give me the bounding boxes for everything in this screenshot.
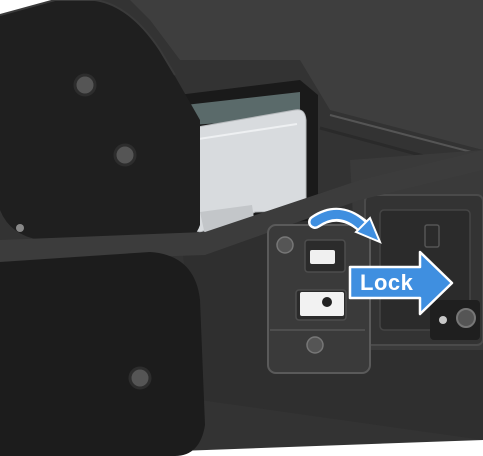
bumper-upper [0, 0, 200, 240]
right-arrow-icon [348, 250, 454, 316]
lock-label: Lock [360, 270, 414, 295]
bumper-lower [0, 252, 205, 456]
small-screw [16, 224, 24, 232]
curved-arrow-head [354, 216, 382, 244]
latch-screw [276, 236, 294, 254]
latch-tab [310, 250, 335, 264]
indicator-dot [439, 316, 447, 324]
port-slot [424, 224, 440, 248]
latch-screw [306, 336, 324, 354]
curved-arrow-icon [310, 210, 367, 231]
latch-slider [300, 292, 344, 316]
bumper-edge [0, 0, 176, 76]
hinge-highlight [191, 123, 298, 141]
bumper-screw [113, 143, 137, 167]
lid-surface [130, 0, 483, 150]
screw [456, 308, 476, 328]
latch-pin [322, 297, 332, 307]
bumper-screw [128, 366, 152, 390]
bumper-screw [73, 73, 97, 97]
lid-ridge [329, 114, 483, 156]
chassis-strip [0, 150, 483, 262]
